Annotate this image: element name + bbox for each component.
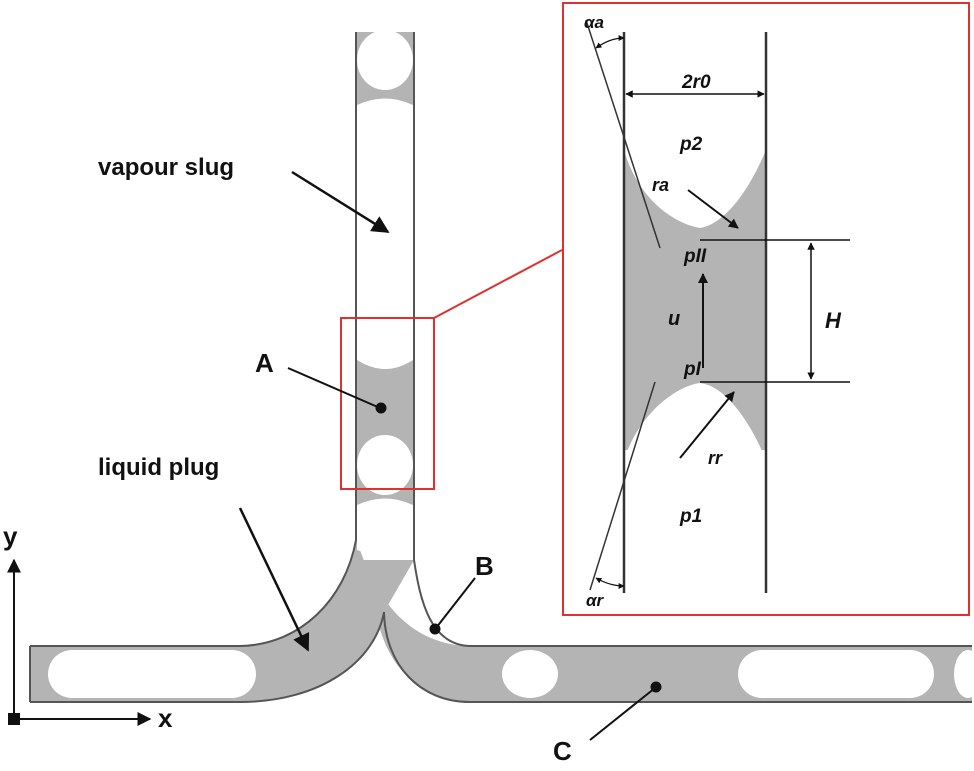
point-c-dot [650, 681, 662, 693]
p-ii-label: pII [683, 246, 707, 267]
axis-x-label: x [158, 703, 173, 733]
liquid-plug-arrow [238, 507, 310, 652]
point-b-leader [435, 577, 476, 629]
right-curved-branch [356, 540, 470, 702]
left-curved-branch [240, 540, 384, 702]
coordinate-axes: y x [3, 521, 173, 733]
vapour-bubble [738, 650, 934, 698]
vapour-bubble [502, 650, 558, 698]
vapour-bubble [357, 98, 413, 369]
inset-panel: αa αr 2r0 p2 ra H pII u pI rr p1 [562, 2, 970, 616]
point-b-dot [429, 623, 441, 635]
ra-arrow [687, 189, 739, 229]
point-a-leader [287, 367, 381, 409]
axis-y-label: y [3, 521, 18, 551]
vapour-slug-arrow [291, 170, 390, 234]
advancing-tangent [585, 19, 661, 249]
channel-walls [29, 32, 972, 703]
vapour-bubble [954, 650, 974, 698]
point-a-dot [375, 402, 387, 414]
u-label: u [668, 308, 680, 330]
upper-meniscus [624, 100, 766, 228]
rr-arrow [679, 391, 735, 459]
zoom-indicator [340, 249, 563, 490]
rr-label: rr [708, 448, 723, 468]
liquid-plug-label: liquid plug [98, 454, 219, 481]
vapour-bubble [48, 650, 256, 698]
ra-label: ra [652, 175, 669, 195]
diameter-label: 2r0 [681, 72, 711, 93]
alpha-r-label: αr [586, 591, 605, 610]
p2-label: p2 [679, 134, 703, 155]
zoom-connector [433, 249, 563, 319]
p1-label: p1 [679, 506, 702, 527]
alpha-a-label: αa [584, 13, 604, 32]
point-c-label: C [553, 736, 572, 766]
lower-meniscus [624, 383, 766, 560]
zoom-box [340, 317, 435, 490]
vapour-bubble [357, 435, 413, 495]
vapour-bubble [357, 498, 413, 555]
vapour-slug-label: vapour slug [98, 154, 234, 181]
receding-tangent [589, 381, 656, 591]
p-i-label: pI [683, 359, 702, 380]
vapour-bubble [357, 30, 413, 90]
vapour-slugs [48, 30, 974, 698]
point-c-leader [589, 687, 656, 741]
point-b-label: B [475, 551, 494, 581]
point-a-label: A [255, 348, 274, 378]
h-label: H [825, 308, 842, 333]
